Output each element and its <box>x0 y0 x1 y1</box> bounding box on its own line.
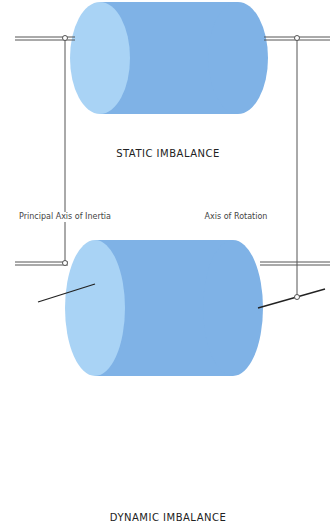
leader-lines <box>63 36 300 300</box>
tilted-axis <box>38 284 325 308</box>
static-title: STATIC IMBALANCE <box>114 148 222 160</box>
static-cylinder <box>70 2 268 114</box>
principal-axis-label: Principal Axis of Inertia <box>17 212 113 222</box>
dynamic-title: DYNAMIC IMBALANCE <box>108 512 229 524</box>
dynamic-cylinder <box>65 240 263 376</box>
rotation-axis-label: Axis of Rotation <box>203 212 270 222</box>
